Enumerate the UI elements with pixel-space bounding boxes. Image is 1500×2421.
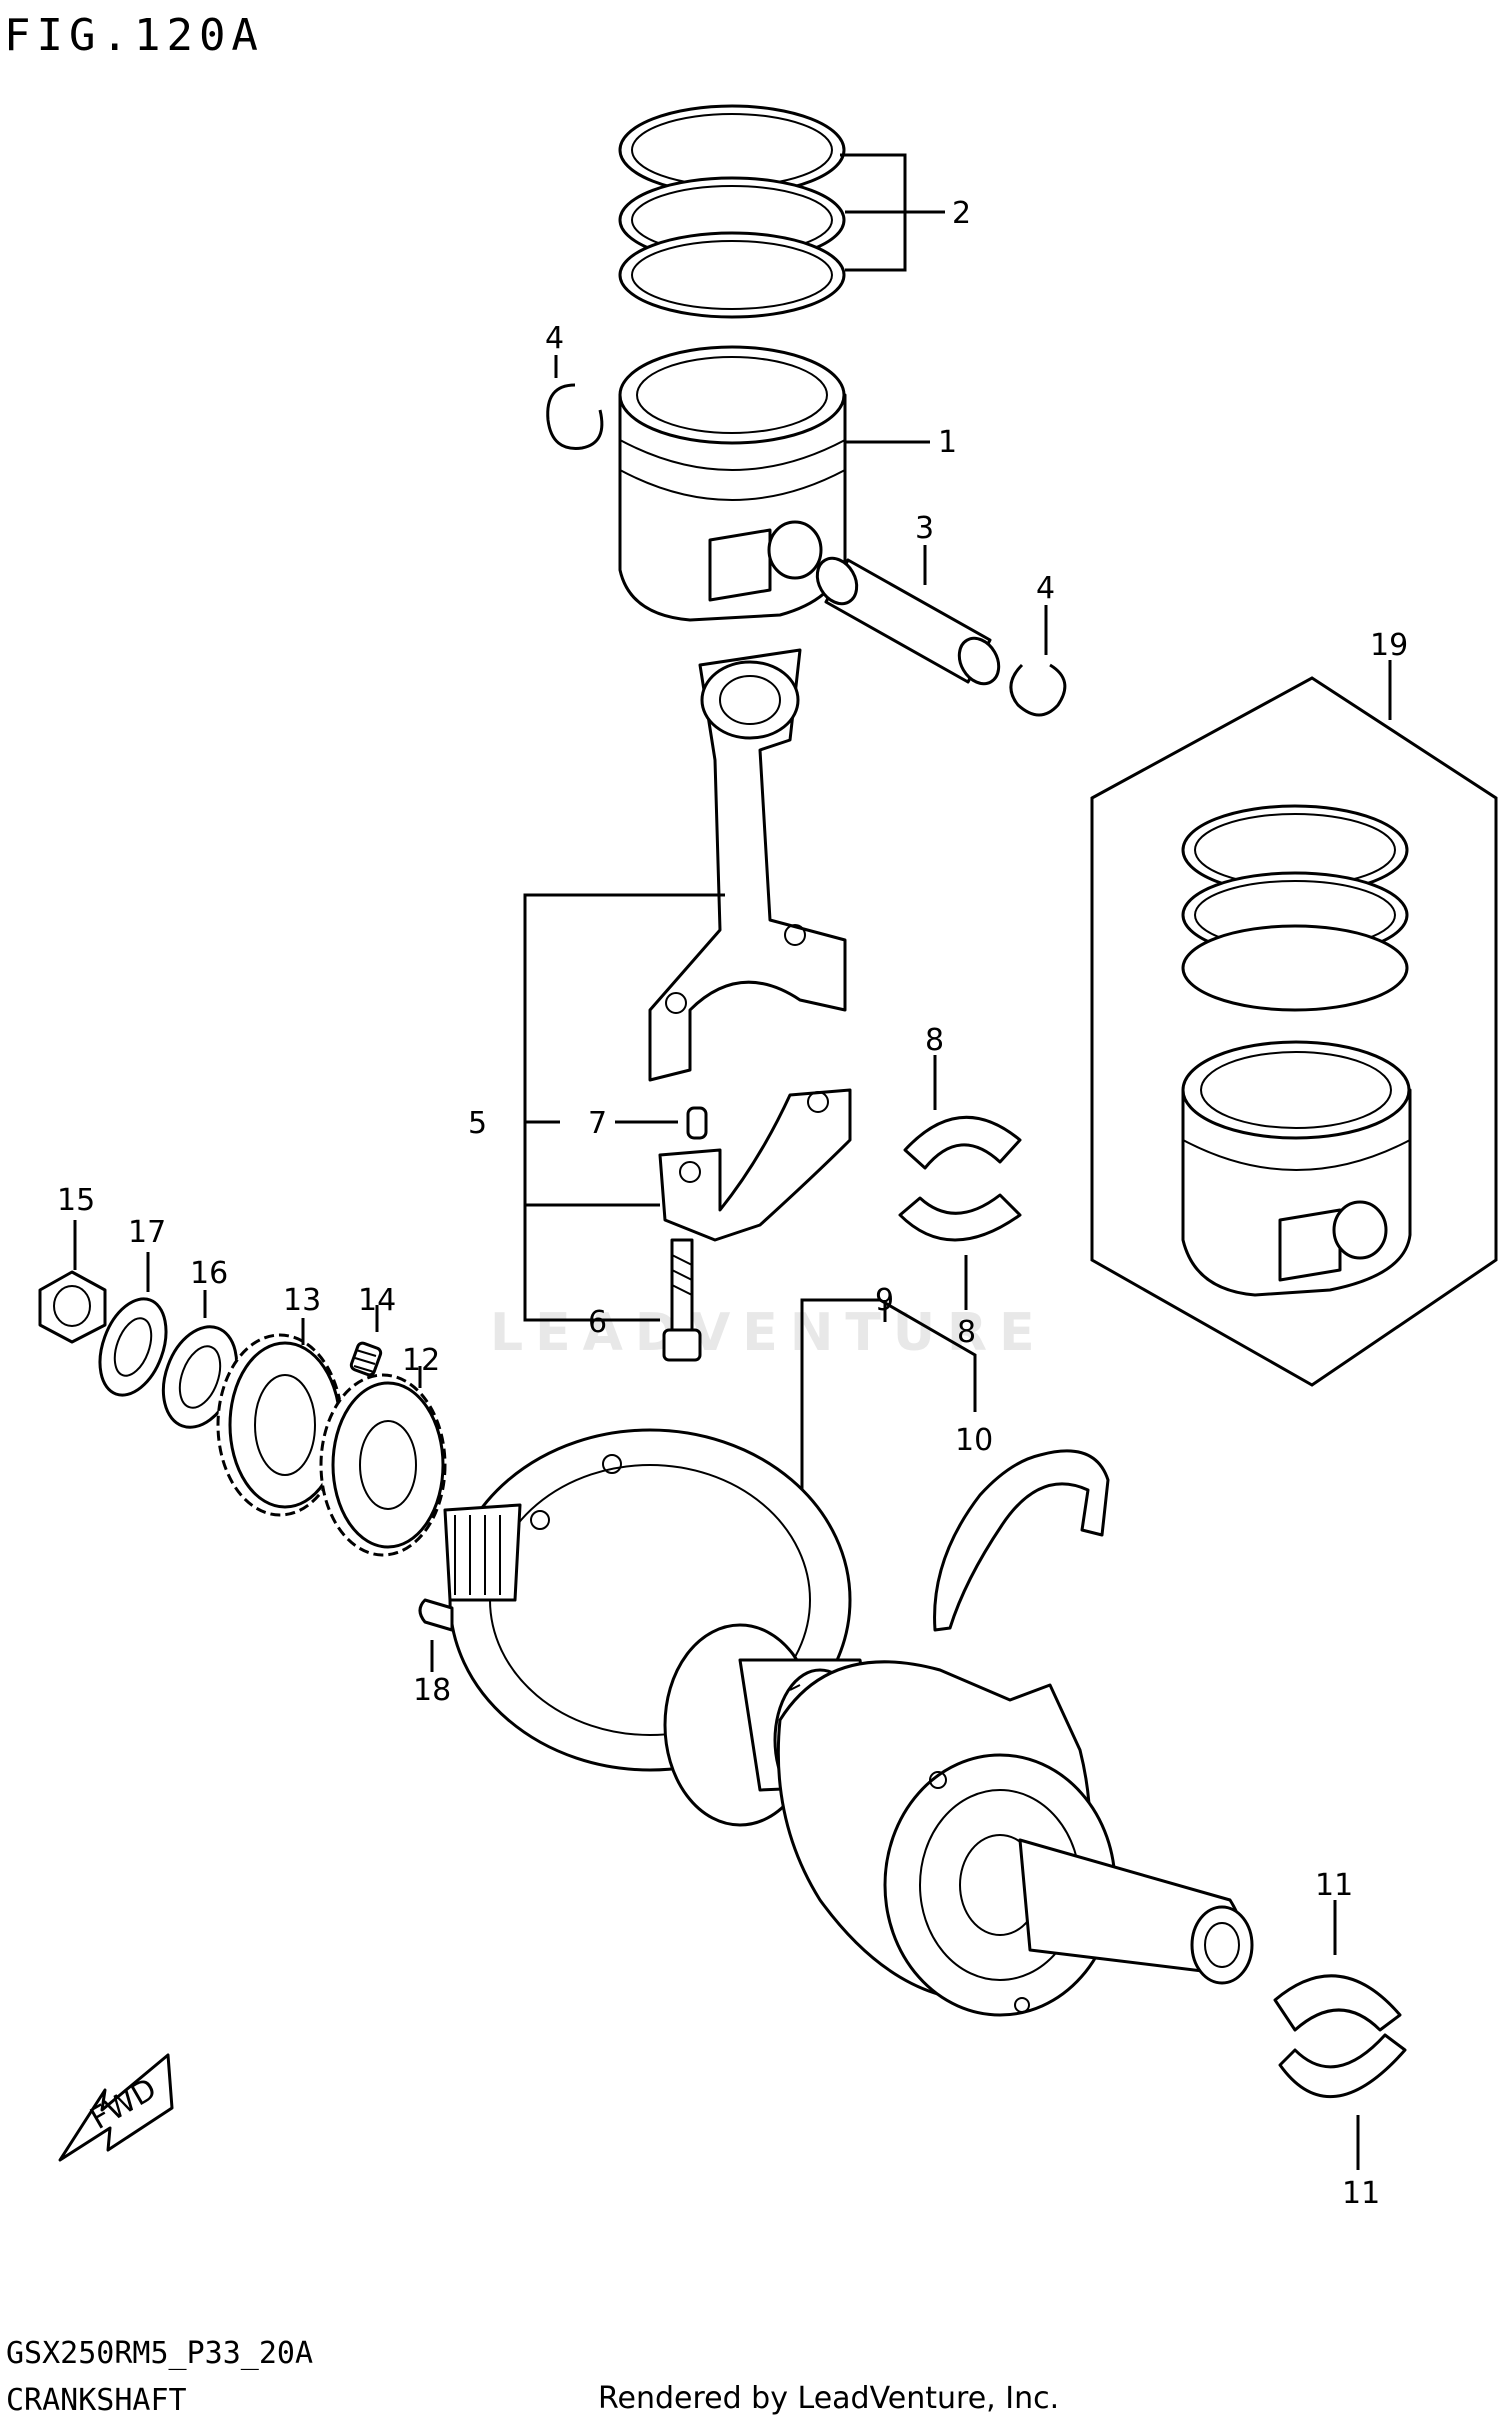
callout-3: 3 <box>915 511 934 546</box>
callout-14: 14 <box>358 1283 396 1318</box>
callout-1: 1 <box>938 425 957 460</box>
spring[interactable] <box>349 1341 383 1377</box>
circlip-right[interactable] <box>1009 663 1067 717</box>
rod-bolt[interactable] <box>662 1238 702 1362</box>
callout-2: 2 <box>952 196 971 231</box>
thrust-washer[interactable] <box>933 1449 1110 1632</box>
piston[interactable] <box>618 345 847 622</box>
piston-set[interactable] <box>1181 804 1412 1297</box>
callout-15: 15 <box>57 1183 95 1218</box>
main-bearings[interactable] <box>1273 1974 1407 2099</box>
gear-12[interactable] <box>319 1373 447 1557</box>
nut[interactable] <box>38 1270 107 1344</box>
piston-rings[interactable] <box>618 104 846 319</box>
callout-7: 7 <box>588 1106 607 1141</box>
callout-19: 19 <box>1370 628 1408 663</box>
rendered-by: Rendered by LeadVenture, Inc. <box>598 2381 1059 2416</box>
fwd-arrow: FWD <box>58 2053 174 2162</box>
section-name: CRANKSHAFT <box>6 2383 187 2418</box>
figure-title: FIG.120A <box>4 10 264 61</box>
callout-5: 5 <box>468 1106 487 1141</box>
callout-8a: 8 <box>925 1023 944 1058</box>
piston-pin[interactable] <box>809 551 1006 691</box>
crankpin-bearings[interactable] <box>898 1115 1022 1242</box>
callout-17: 17 <box>128 1215 166 1250</box>
woodruff-key[interactable] <box>418 1598 454 1632</box>
callout-12: 12 <box>402 1343 440 1378</box>
washer-16[interactable] <box>150 1317 249 1438</box>
connecting-rod[interactable] <box>648 648 847 1082</box>
connecting-rod-cap[interactable] <box>658 1088 852 1242</box>
callout-18: 18 <box>413 1673 451 1708</box>
callout-13: 13 <box>283 1283 321 1318</box>
callout-8b: 8 <box>957 1315 976 1350</box>
crankshaft[interactable] <box>443 1428 1254 2017</box>
callout-4a: 4 <box>545 321 564 356</box>
callout-16: 16 <box>190 1256 228 1291</box>
callout-4b: 4 <box>1036 571 1055 606</box>
callout-11b: 11 <box>1342 2176 1380 2211</box>
callout-6: 6 <box>588 1305 607 1340</box>
callout-11a: 11 <box>1315 1868 1353 1903</box>
dowel-pin[interactable] <box>686 1106 708 1140</box>
callout-10: 10 <box>955 1423 993 1458</box>
piston-set-box <box>1090 676 1498 1387</box>
callout-9: 9 <box>875 1283 894 1318</box>
gear-13[interactable] <box>216 1333 344 1517</box>
washer-17[interactable] <box>88 1290 179 1404</box>
watermark: LEADVENTURE <box>490 1303 1047 1363</box>
diagram-code: GSX250RM5_P33_20A <box>6 2336 313 2371</box>
circlip-left[interactable] <box>546 383 604 450</box>
